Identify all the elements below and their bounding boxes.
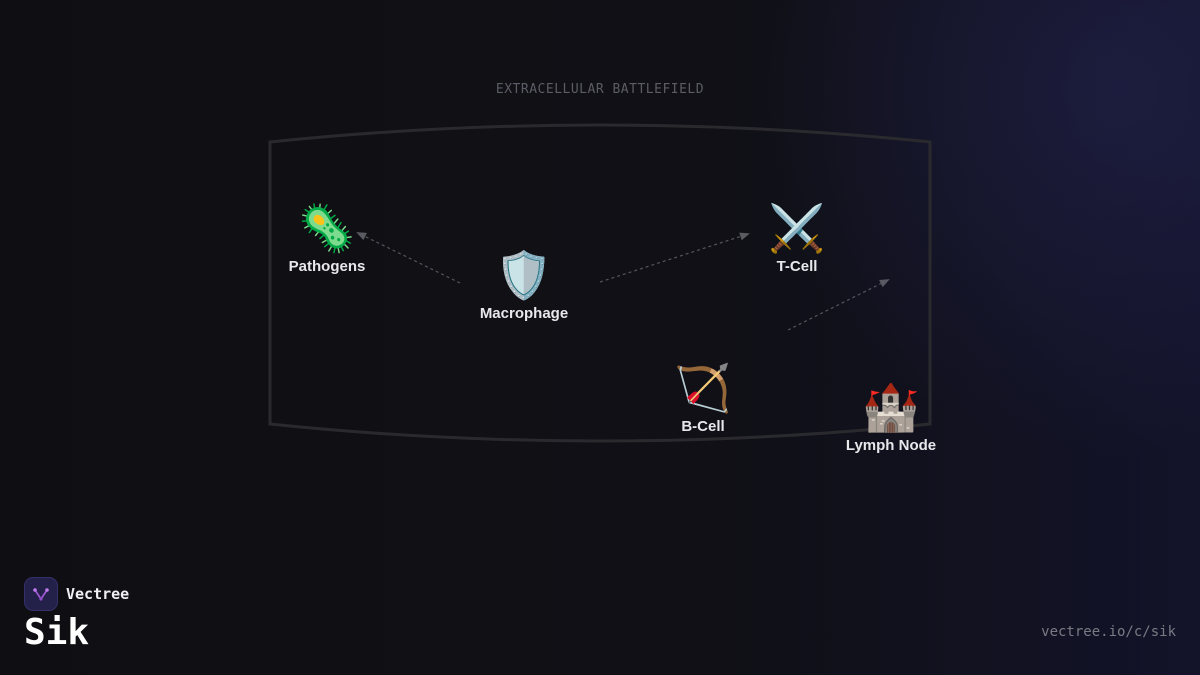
- edge-macrophage-tcell: [599, 232, 750, 283]
- castle-icon: 🏰: [862, 380, 920, 434]
- node-label: T-Cell: [776, 258, 818, 275]
- region-label: EXTRACELLULAR BATTLEFIELD: [495, 82, 705, 97]
- node-label: B-Cell: [681, 418, 725, 435]
- project-url[interactable]: vectree.io/c/sik: [1041, 624, 1176, 640]
- vectree-logo-icon: [24, 577, 58, 611]
- node-pathogens[interactable]: 🦠 Pathogens: [247, 200, 407, 275]
- node-label: Pathogens: [288, 258, 366, 275]
- bow-and-arrow-icon: 🏹: [674, 361, 732, 415]
- crossed-swords-icon: ⚔️: [768, 201, 826, 255]
- node-label: Lymph Node: [845, 437, 937, 454]
- region-boundary: [268, 123, 932, 443]
- brand-name: Vectree: [66, 585, 130, 603]
- brand: Vectree: [24, 577, 129, 611]
- logo-mark: [33, 588, 49, 601]
- node-label: Macrophage: [479, 305, 569, 322]
- shield-icon: 🛡️: [495, 248, 553, 302]
- edge-bcell-lymph-node: [787, 279, 890, 331]
- node-macrophage[interactable]: 🛡️ Macrophage: [444, 247, 604, 322]
- node-lymph-node[interactable]: 🏰 Lymph Node: [811, 379, 971, 454]
- node-t-cell[interactable]: ⚔️ T-Cell: [717, 200, 877, 275]
- project-title: Sik: [24, 612, 90, 653]
- edge-macrophage-pathogens: [356, 232, 461, 284]
- node-b-cell[interactable]: 🏹 B-Cell: [623, 360, 783, 435]
- virus-icon: 🦠: [298, 201, 356, 255]
